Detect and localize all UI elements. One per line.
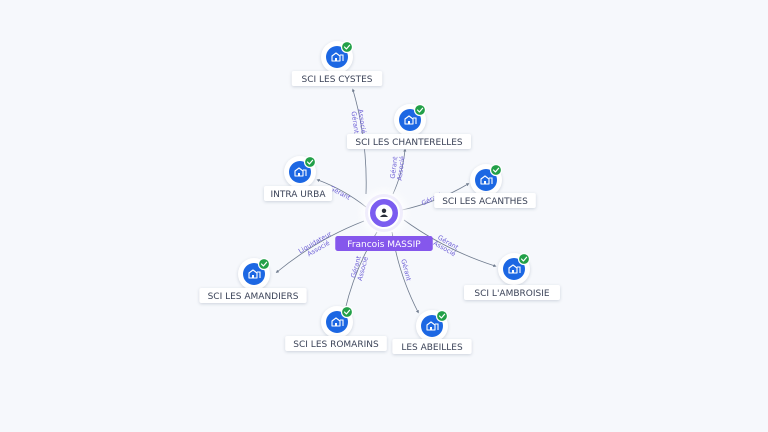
- company-icon-bg: [326, 46, 348, 68]
- edge-intra-urba: [316, 179, 367, 208]
- edge-sci-les-amandiers: [275, 220, 365, 274]
- building-icon: [508, 264, 521, 274]
- company-node-sci-lambroisie[interactable]: SCI L'AMBROISIE: [464, 252, 560, 300]
- company-name: SCI L'AMBROISIE: [474, 289, 549, 299]
- company-name: LES ABEILLES: [401, 343, 463, 353]
- company-label-box: [434, 193, 536, 208]
- check-icon: [517, 252, 531, 266]
- edge-role-label: GérantAssocié: [432, 233, 461, 258]
- company-icon-bg: [326, 311, 348, 333]
- company-icon-bg: [503, 258, 525, 280]
- building-icon: [294, 167, 307, 177]
- check-icon: [435, 309, 449, 323]
- building-icon: [331, 52, 344, 62]
- nodes-layer: SCI LES CYSTES SCI LES CHANTERELLES INTRA …: [199, 40, 560, 354]
- check-icon: [489, 163, 503, 177]
- company-node-les-abeilles[interactable]: LES ABEILLES: [392, 309, 472, 354]
- company-node-sci-les-cystes[interactable]: SCI LES CYSTES: [291, 40, 383, 86]
- company-node-sci-les-acanthes[interactable]: SCI LES ACANTHES: [434, 163, 536, 208]
- edge-role-label: AssociéGérant: [349, 109, 367, 135]
- company-label-box: [464, 285, 560, 300]
- company-name: SCI LES ROMARINS: [293, 340, 379, 350]
- company-icon-bg: [289, 161, 311, 183]
- building-icon: [331, 317, 344, 327]
- check-icon: [413, 103, 427, 117]
- edge-sci-lambroisie: [403, 219, 497, 268]
- company-node-sci-les-chanterelles[interactable]: SCI LES CHANTERELLES: [347, 103, 471, 149]
- company-icon-bg: [475, 169, 497, 191]
- building-icon: [404, 115, 417, 125]
- company-label-box: [291, 71, 383, 86]
- check-icon: [303, 155, 317, 169]
- company-name: INTRA URBA: [271, 190, 327, 200]
- edge-role-line: Associé: [396, 156, 407, 181]
- center-node[interactable]: Francois MASSIP: [335, 191, 433, 251]
- company-label-box: [285, 336, 387, 351]
- building-icon: [248, 269, 261, 279]
- person-icon: [380, 208, 388, 217]
- check-icon: [257, 257, 271, 271]
- center-name: Francois MASSIP: [347, 240, 421, 250]
- company-icon-bg: [243, 263, 265, 285]
- company-name: SCI LES AMANDIERS: [208, 292, 299, 302]
- check-icon: [340, 305, 354, 319]
- company-icon-bg: [421, 315, 443, 337]
- company-label-box: [347, 134, 471, 149]
- building-icon: [426, 321, 439, 331]
- edge-role-label: GérantAssocié: [389, 155, 407, 181]
- company-name: SCI LES ACANTHES: [442, 197, 528, 207]
- company-icon-bg: [399, 109, 421, 131]
- company-name: SCI LES CHANTERELLES: [355, 138, 463, 148]
- company-label-box: [264, 186, 332, 201]
- edge-role-line: Associé: [356, 109, 367, 134]
- company-node-sci-les-romarins[interactable]: SCI LES ROMARINS: [285, 305, 387, 351]
- company-label-box: [199, 288, 307, 303]
- company-node-sci-les-amandiers[interactable]: SCI LES AMANDIERS: [199, 257, 307, 303]
- edge-role-label: LiquidateurAssocié: [297, 230, 337, 262]
- company-label-box: [392, 339, 472, 354]
- edge-sci-les-chanterelles: [392, 148, 407, 195]
- building-icon: [480, 175, 493, 185]
- center-label-box: [335, 236, 433, 251]
- edge-role-line: Gérant: [389, 155, 400, 179]
- check-icon: [340, 40, 354, 54]
- edge-role-line: Gérant: [350, 111, 361, 135]
- company-node-intra-urba[interactable]: INTRA URBA: [264, 155, 332, 201]
- company-name: SCI LES CYSTES: [301, 75, 372, 85]
- edge-role-label: GérantAssocié: [349, 254, 370, 282]
